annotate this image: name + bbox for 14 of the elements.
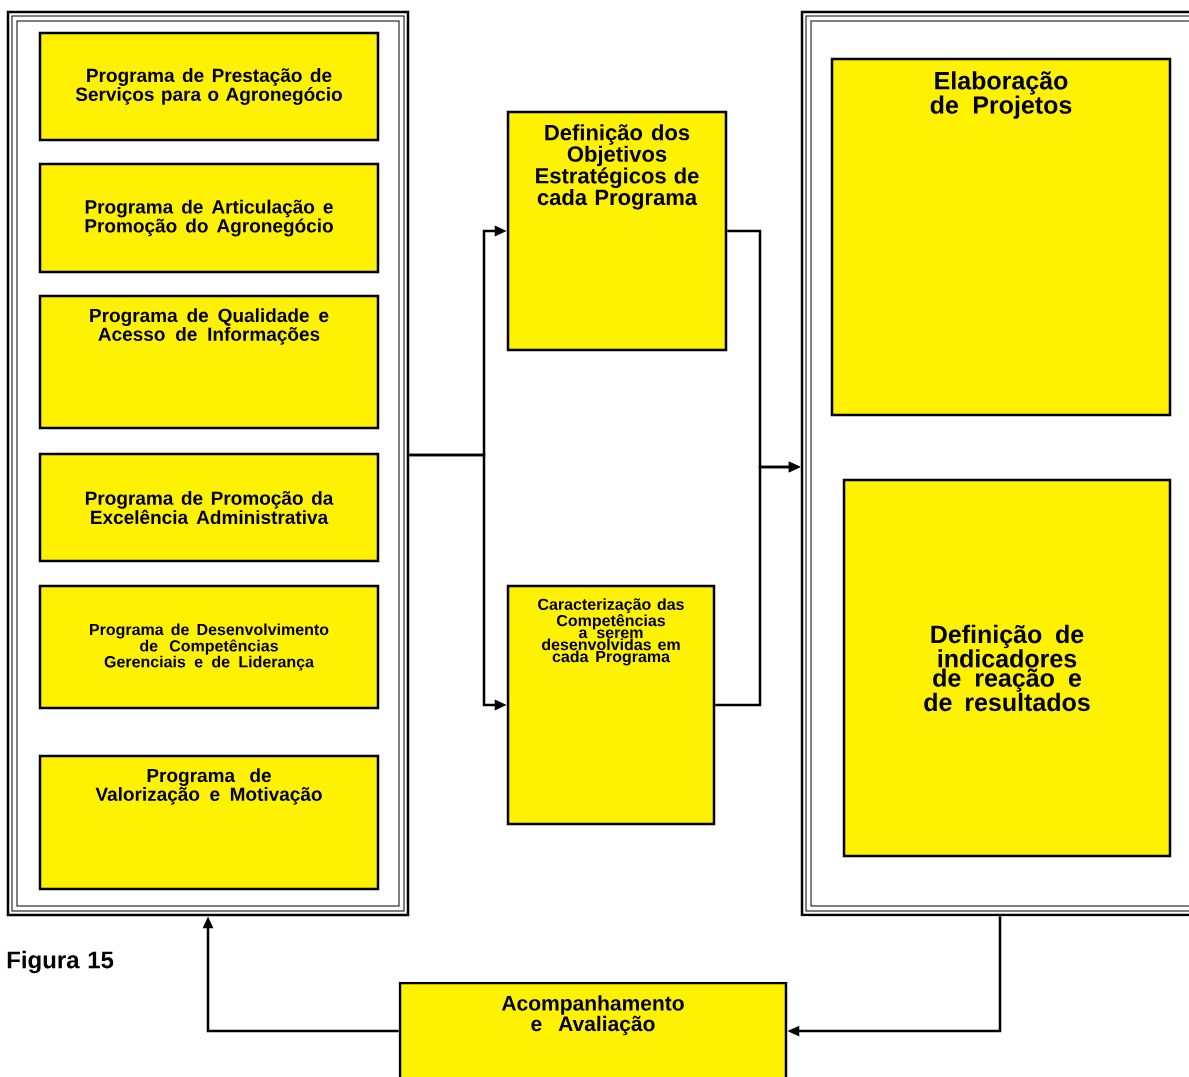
program-box: Programa de Valorização e Motivação bbox=[38, 754, 380, 891]
program-box: Programa de Prestação de Serviços para o Agronegócio bbox=[38, 31, 380, 142]
program-box: Programa de Promoção da Excelência Administrativa bbox=[38, 452, 380, 563]
process-box: Definição de indicadores de reação e de resultados bbox=[842, 478, 1172, 858]
program-box: Programa de Desenvolvimento de Competências Gerenciais e de Liderança bbox=[38, 584, 380, 710]
caption: Figura 15 bbox=[7, 950, 114, 974]
process-box: Definição dos Objetivos Estratégicos de cada Programa bbox=[506, 110, 728, 352]
process-box: Elaboração de Projetos bbox=[830, 57, 1172, 417]
panel-frame bbox=[6, 10, 410, 917]
process-box: Acompanhamento e Avaliação bbox=[398, 981, 788, 1077]
process-box: Caracterização das Competências a serem desenvolvidas em cada Programa bbox=[506, 584, 716, 826]
program-box: Programa de Articulação e Promoção do Agronegócio bbox=[38, 162, 380, 274]
panel-frame bbox=[800, 10, 1189, 917]
program-box: Programa de Qualidade e Acesso de Informações bbox=[38, 294, 380, 430]
